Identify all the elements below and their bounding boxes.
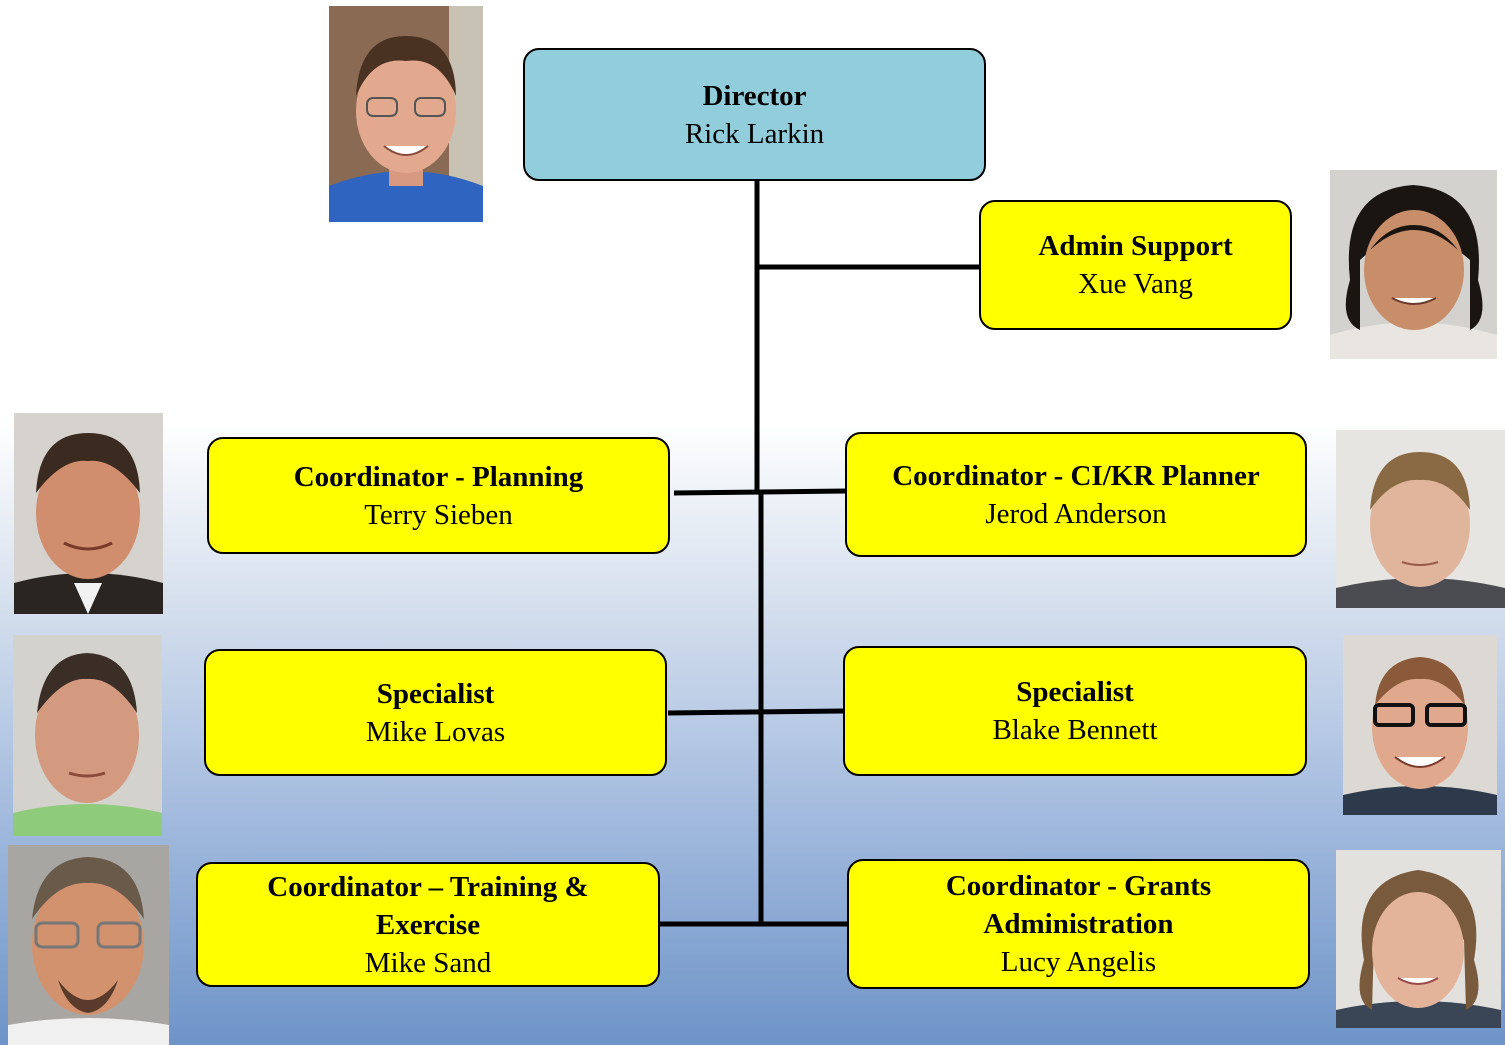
director-box: Director Rick Larkin (523, 48, 986, 181)
admin-support-title: Admin Support (1038, 230, 1233, 262)
coordinator-planning-box: Coordinator - Planning Terry Sieben (207, 437, 670, 554)
admin-support-photo (1330, 170, 1497, 359)
coordinator-cikr-photo (1336, 430, 1505, 608)
coordinator-planning-photo (14, 413, 163, 614)
director-title: Director (702, 79, 807, 112)
coordinator-planning-title: Coordinator - Planning (293, 460, 584, 493)
coordinator-planning-name: Terry Sieben (364, 498, 513, 531)
coordinator-training-name: Mike Sand (364, 946, 492, 979)
specialist-right-photo (1343, 635, 1497, 815)
specialist-right-title: Specialist (1016, 676, 1134, 708)
admin-support-name: Xue Vang (1078, 268, 1193, 300)
coordinator-cikr-name: Jerod Anderson (985, 497, 1167, 530)
specialist-right-box: Specialist Blake Bennett (843, 646, 1307, 776)
director-photo (329, 6, 483, 222)
coordinator-training-photo (8, 845, 169, 1045)
coordinator-grants-box: Coordinator - Grants Administration Lucy… (847, 859, 1310, 989)
admin-support-box: Admin Support Xue Vang (979, 200, 1292, 330)
specialist-left-title: Specialist (376, 677, 495, 710)
coordinator-training-box: Coordinator – Training & Exercise Mike S… (196, 862, 660, 987)
coordinator-grants-photo (1336, 850, 1501, 1028)
specialist-left-name: Mike Lovas (365, 715, 506, 748)
specialist-right-name: Blake Bennett (992, 714, 1158, 746)
coordinator-grants-title: Coordinator - Grants Administration (945, 870, 1212, 940)
coordinator-cikr-title: Coordinator - CI/KR Planner (892, 459, 1260, 492)
coordinator-training-title: Coordinator – Training & Exercise (267, 870, 589, 941)
specialist-left-box: Specialist Mike Lovas (204, 649, 667, 776)
coordinator-cikr-box: Coordinator - CI/KR Planner Jerod Anders… (845, 432, 1307, 557)
coordinator-grants-name: Lucy Angelis (1000, 946, 1157, 978)
director-name: Rick Larkin (684, 117, 825, 150)
middle-branch-line (667, 708, 845, 716)
specialist-left-photo (13, 635, 162, 836)
